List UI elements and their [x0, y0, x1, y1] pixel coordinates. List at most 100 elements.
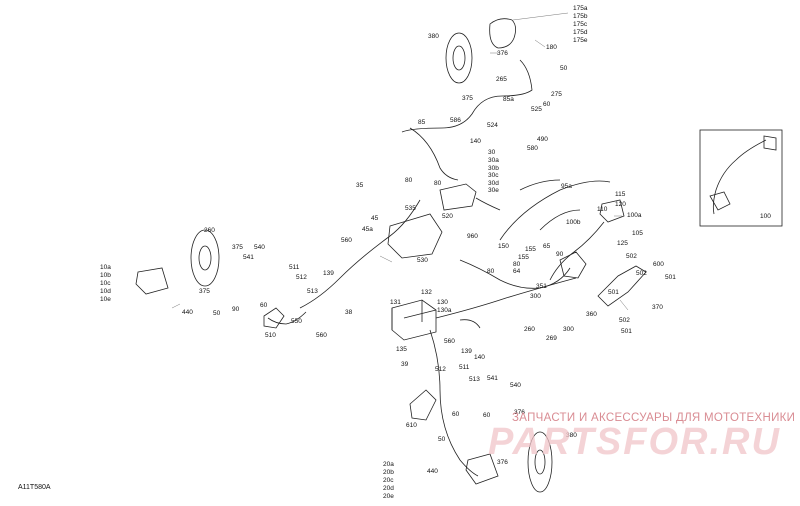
callout-440-a: 440	[182, 309, 193, 316]
rear-disc-left	[190, 229, 220, 287]
callout-80-d: 80	[487, 268, 495, 275]
svg-text:PARTSFOR.RU: PARTSFOR.RU	[488, 421, 781, 462]
callout-600: 600	[653, 261, 664, 268]
bottom-caliper	[465, 453, 499, 485]
callout-45a: 45a	[362, 226, 373, 233]
callout-300-a: 300	[530, 293, 541, 300]
callout-20e: 20e	[383, 493, 394, 500]
callout-38: 38	[345, 309, 353, 316]
callout-80-a: 80	[405, 177, 413, 184]
callout-155-b: 155	[518, 254, 529, 261]
master-cylinder	[439, 183, 477, 211]
callout-524: 524	[487, 122, 498, 129]
bracket-610	[409, 389, 437, 421]
callout-175d: 175d	[573, 29, 588, 36]
left-caliper	[135, 267, 169, 295]
callout-269: 269	[546, 335, 557, 342]
callout-95a: 95a	[561, 183, 572, 190]
callout-540-b: 540	[510, 382, 521, 389]
callout-375-top: 375	[462, 95, 473, 102]
callout-275: 275	[551, 91, 562, 98]
callout-20d: 20d	[383, 485, 394, 492]
callout-10b: 10b	[100, 272, 111, 279]
callout-139-b: 139	[461, 348, 472, 355]
callout-440-b: 440	[427, 468, 438, 475]
callout-20a: 20a	[383, 461, 394, 468]
callout-265: 265	[496, 76, 507, 83]
callout-580: 580	[527, 145, 538, 152]
watermark-logo: PARTSFOR.RU	[488, 421, 781, 462]
callout-10e: 10e	[100, 296, 111, 303]
callout-586: 586	[450, 117, 461, 124]
callout-35: 35	[356, 182, 364, 189]
callout-376-b: 376	[514, 409, 525, 416]
callout-501-a: 501	[665, 274, 676, 281]
callout-80-b: 80	[434, 180, 442, 187]
abs-bracket	[387, 213, 443, 259]
callout-513-b: 513	[469, 376, 480, 383]
callout-45: 45	[371, 215, 379, 222]
callout-300-b: 300	[563, 326, 574, 333]
front-disc-top	[445, 32, 473, 84]
callout-60-c: 60	[452, 411, 460, 418]
callout-130a: 130a	[437, 307, 452, 314]
callout-380-top: 380	[428, 33, 439, 40]
callout-530: 530	[417, 257, 428, 264]
callout-376-top: 376	[497, 50, 508, 57]
brake-pedal	[597, 265, 647, 307]
callout-512-a: 512	[296, 274, 307, 281]
callout-351: 351	[536, 283, 547, 290]
callout-375-c: 375	[199, 288, 210, 295]
callout-525: 525	[531, 106, 542, 113]
callout-90-b: 90	[232, 306, 240, 313]
callout-20c: 20c	[383, 477, 394, 484]
left-brake-line	[299, 199, 421, 309]
callout-10c: 10c	[100, 280, 111, 287]
brake-line-top	[401, 59, 533, 133]
callout-50-c: 50	[438, 436, 446, 443]
abs-module	[391, 299, 437, 341]
callout-60-b: 60	[260, 302, 268, 309]
callout-85: 85	[418, 119, 426, 126]
callout-39: 39	[401, 361, 409, 368]
callout-180: 180	[546, 44, 557, 51]
callout-85a: 85a	[503, 96, 514, 103]
reservoir	[599, 199, 625, 223]
callout-115: 115	[615, 191, 626, 198]
callout-502-c: 502	[619, 317, 630, 324]
callout-140-top: 140	[470, 138, 481, 145]
bracket-510	[263, 307, 285, 329]
callout-260-b: 260	[204, 227, 215, 234]
callout-175c: 175c	[573, 21, 588, 28]
callout-100b: 100b	[566, 219, 581, 226]
callout-501-b: 501	[608, 289, 619, 296]
callout-30d: 30d	[488, 180, 499, 187]
callout-175a: 175a	[573, 5, 588, 12]
callout-140-b: 140	[474, 354, 485, 361]
callout-560-a: 560	[341, 237, 352, 244]
callout-501-c: 501	[621, 328, 632, 335]
callout-175e: 175e	[573, 37, 588, 44]
callout-120: 120	[615, 201, 626, 208]
callout-65: 65	[543, 243, 551, 250]
inset-frame	[699, 129, 783, 227]
callout-60-top: 60	[543, 101, 551, 108]
callout-502-a: 502	[626, 253, 637, 260]
callout-610: 610	[406, 422, 417, 429]
callout-30: 30	[488, 149, 496, 156]
callout-175b: 175b	[573, 13, 588, 20]
callout-135: 135	[396, 346, 407, 353]
callout-10d: 10d	[100, 288, 111, 295]
callout-502-b: 502	[636, 270, 647, 277]
caliper-top	[489, 18, 516, 49]
callout-380-b: 380	[566, 432, 577, 439]
watermark-text: ЗАПЧАСТИ И АКСЕССУАРЫ ДЛЯ МОТОТЕХНИКИ	[512, 412, 796, 424]
callout-560-b: 560	[316, 332, 327, 339]
callout-30a: 30a	[488, 157, 499, 164]
callout-50-top: 50	[560, 65, 568, 72]
callout-520: 520	[442, 213, 453, 220]
callout-370: 370	[652, 304, 663, 311]
diagram-code: A11T580A	[18, 484, 51, 491]
callout-64: 64	[513, 268, 521, 275]
